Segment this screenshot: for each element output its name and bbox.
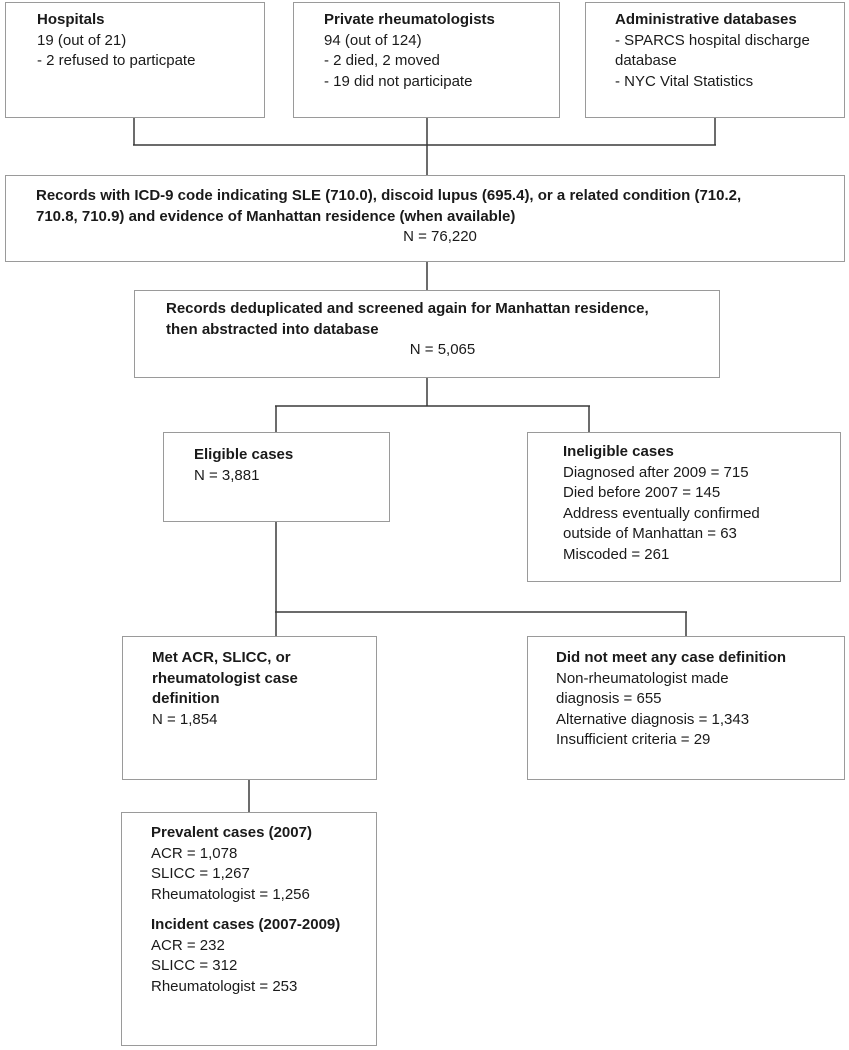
ineligible-line: Miscoded = 261 — [563, 545, 670, 563]
records-description: Records with ICD-9 code indicating SLE (… — [36, 187, 742, 204]
prevalent-line: Rheumatologist = 1,256 — [151, 885, 310, 903]
dedup-box: Records deduplicated and screened again … — [134, 290, 720, 378]
ineligible-line: Address eventually confirmed — [563, 504, 760, 522]
eligible-count: N = 3,881 — [194, 466, 260, 484]
prevalent-line: ACR = 1,078 — [151, 844, 238, 862]
not-met-line: Non-rheumatologist made — [556, 669, 729, 687]
records-description: 710.8, 710.9) and evidence of Manhattan … — [36, 207, 516, 225]
records-box: Records with ICD-9 code indicating SLE (… — [5, 175, 845, 262]
not-met-line: Insufficient criteria = 29 — [556, 731, 711, 748]
databases-box: Administrative databases - SPARCS hospit… — [585, 2, 845, 118]
dedup-description: Records deduplicated and screened again … — [166, 300, 649, 317]
incident-line: Rheumatologist = 253 — [151, 977, 298, 995]
rheumatologists-line: - 19 did not participate — [324, 72, 473, 90]
hospitals-line: 19 (out of 21) — [37, 31, 127, 49]
prevalent-title: Prevalent cases (2007) — [151, 824, 312, 841]
incident-line: SLICC = 312 — [151, 957, 238, 974]
met-definition-title: definition — [152, 690, 220, 707]
databases-line: database — [615, 52, 677, 69]
hospitals-box: Hospitals 19 (out of 21) - 2 refused to … — [5, 2, 265, 118]
databases-title: Administrative databases — [615, 11, 797, 28]
dedup-count: N = 5,065 — [409, 341, 476, 358]
not-met-line: Alternative diagnosis = 1,343 — [556, 710, 750, 728]
prevalent-line: SLICC = 1,267 — [151, 865, 250, 882]
not-met-title: Did not meet any case definition — [556, 649, 787, 666]
incident-title: Incident cases (2007-2009) — [151, 916, 341, 933]
met-definition-box: Met ACR, SLICC, or rheumatologist case d… — [122, 636, 377, 780]
dedup-description: then abstracted into database — [166, 320, 379, 338]
cases-box: Prevalent cases (2007) ACR = 1,078 SLICC… — [121, 812, 377, 1046]
ineligible-title: Ineligible cases — [563, 443, 674, 460]
rheumatologists-line: - 2 died, 2 moved — [324, 52, 440, 69]
rheumatologists-title: Private rheumatologists — [324, 11, 495, 28]
not-met-box: Did not meet any case definition Non-rhe… — [527, 636, 845, 780]
records-count: N = 76,220 — [403, 228, 477, 245]
met-definition-count: N = 1,854 — [152, 710, 218, 728]
rheumatologists-box: Private rheumatologists 94 (out of 124) … — [293, 2, 560, 118]
hospitals-title: Hospitals — [37, 11, 105, 28]
databases-line: - NYC Vital Statistics — [615, 72, 754, 90]
hospitals-line: - 2 refused to particpate — [37, 52, 196, 69]
eligible-box: Eligible cases N = 3,881 — [163, 432, 390, 522]
ineligible-line: Died before 2007 = 145 — [563, 484, 721, 501]
ineligible-line: Diagnosed after 2009 = 715 — [563, 463, 749, 481]
ineligible-line: outside of Manhattan = 63 — [563, 525, 737, 542]
databases-line: - SPARCS hospital discharge — [615, 31, 810, 49]
met-definition-title: rheumatologist case — [152, 669, 298, 687]
met-definition-title: Met ACR, SLICC, or — [152, 649, 291, 666]
ineligible-box: Ineligible cases Diagnosed after 2009 = … — [527, 432, 841, 582]
section-gap — [151, 905, 376, 915]
not-met-line: diagnosis = 655 — [556, 690, 662, 707]
rheumatologists-line: 94 (out of 124) — [324, 31, 422, 49]
incident-line: ACR = 232 — [151, 936, 225, 954]
eligible-title: Eligible cases — [194, 446, 294, 463]
